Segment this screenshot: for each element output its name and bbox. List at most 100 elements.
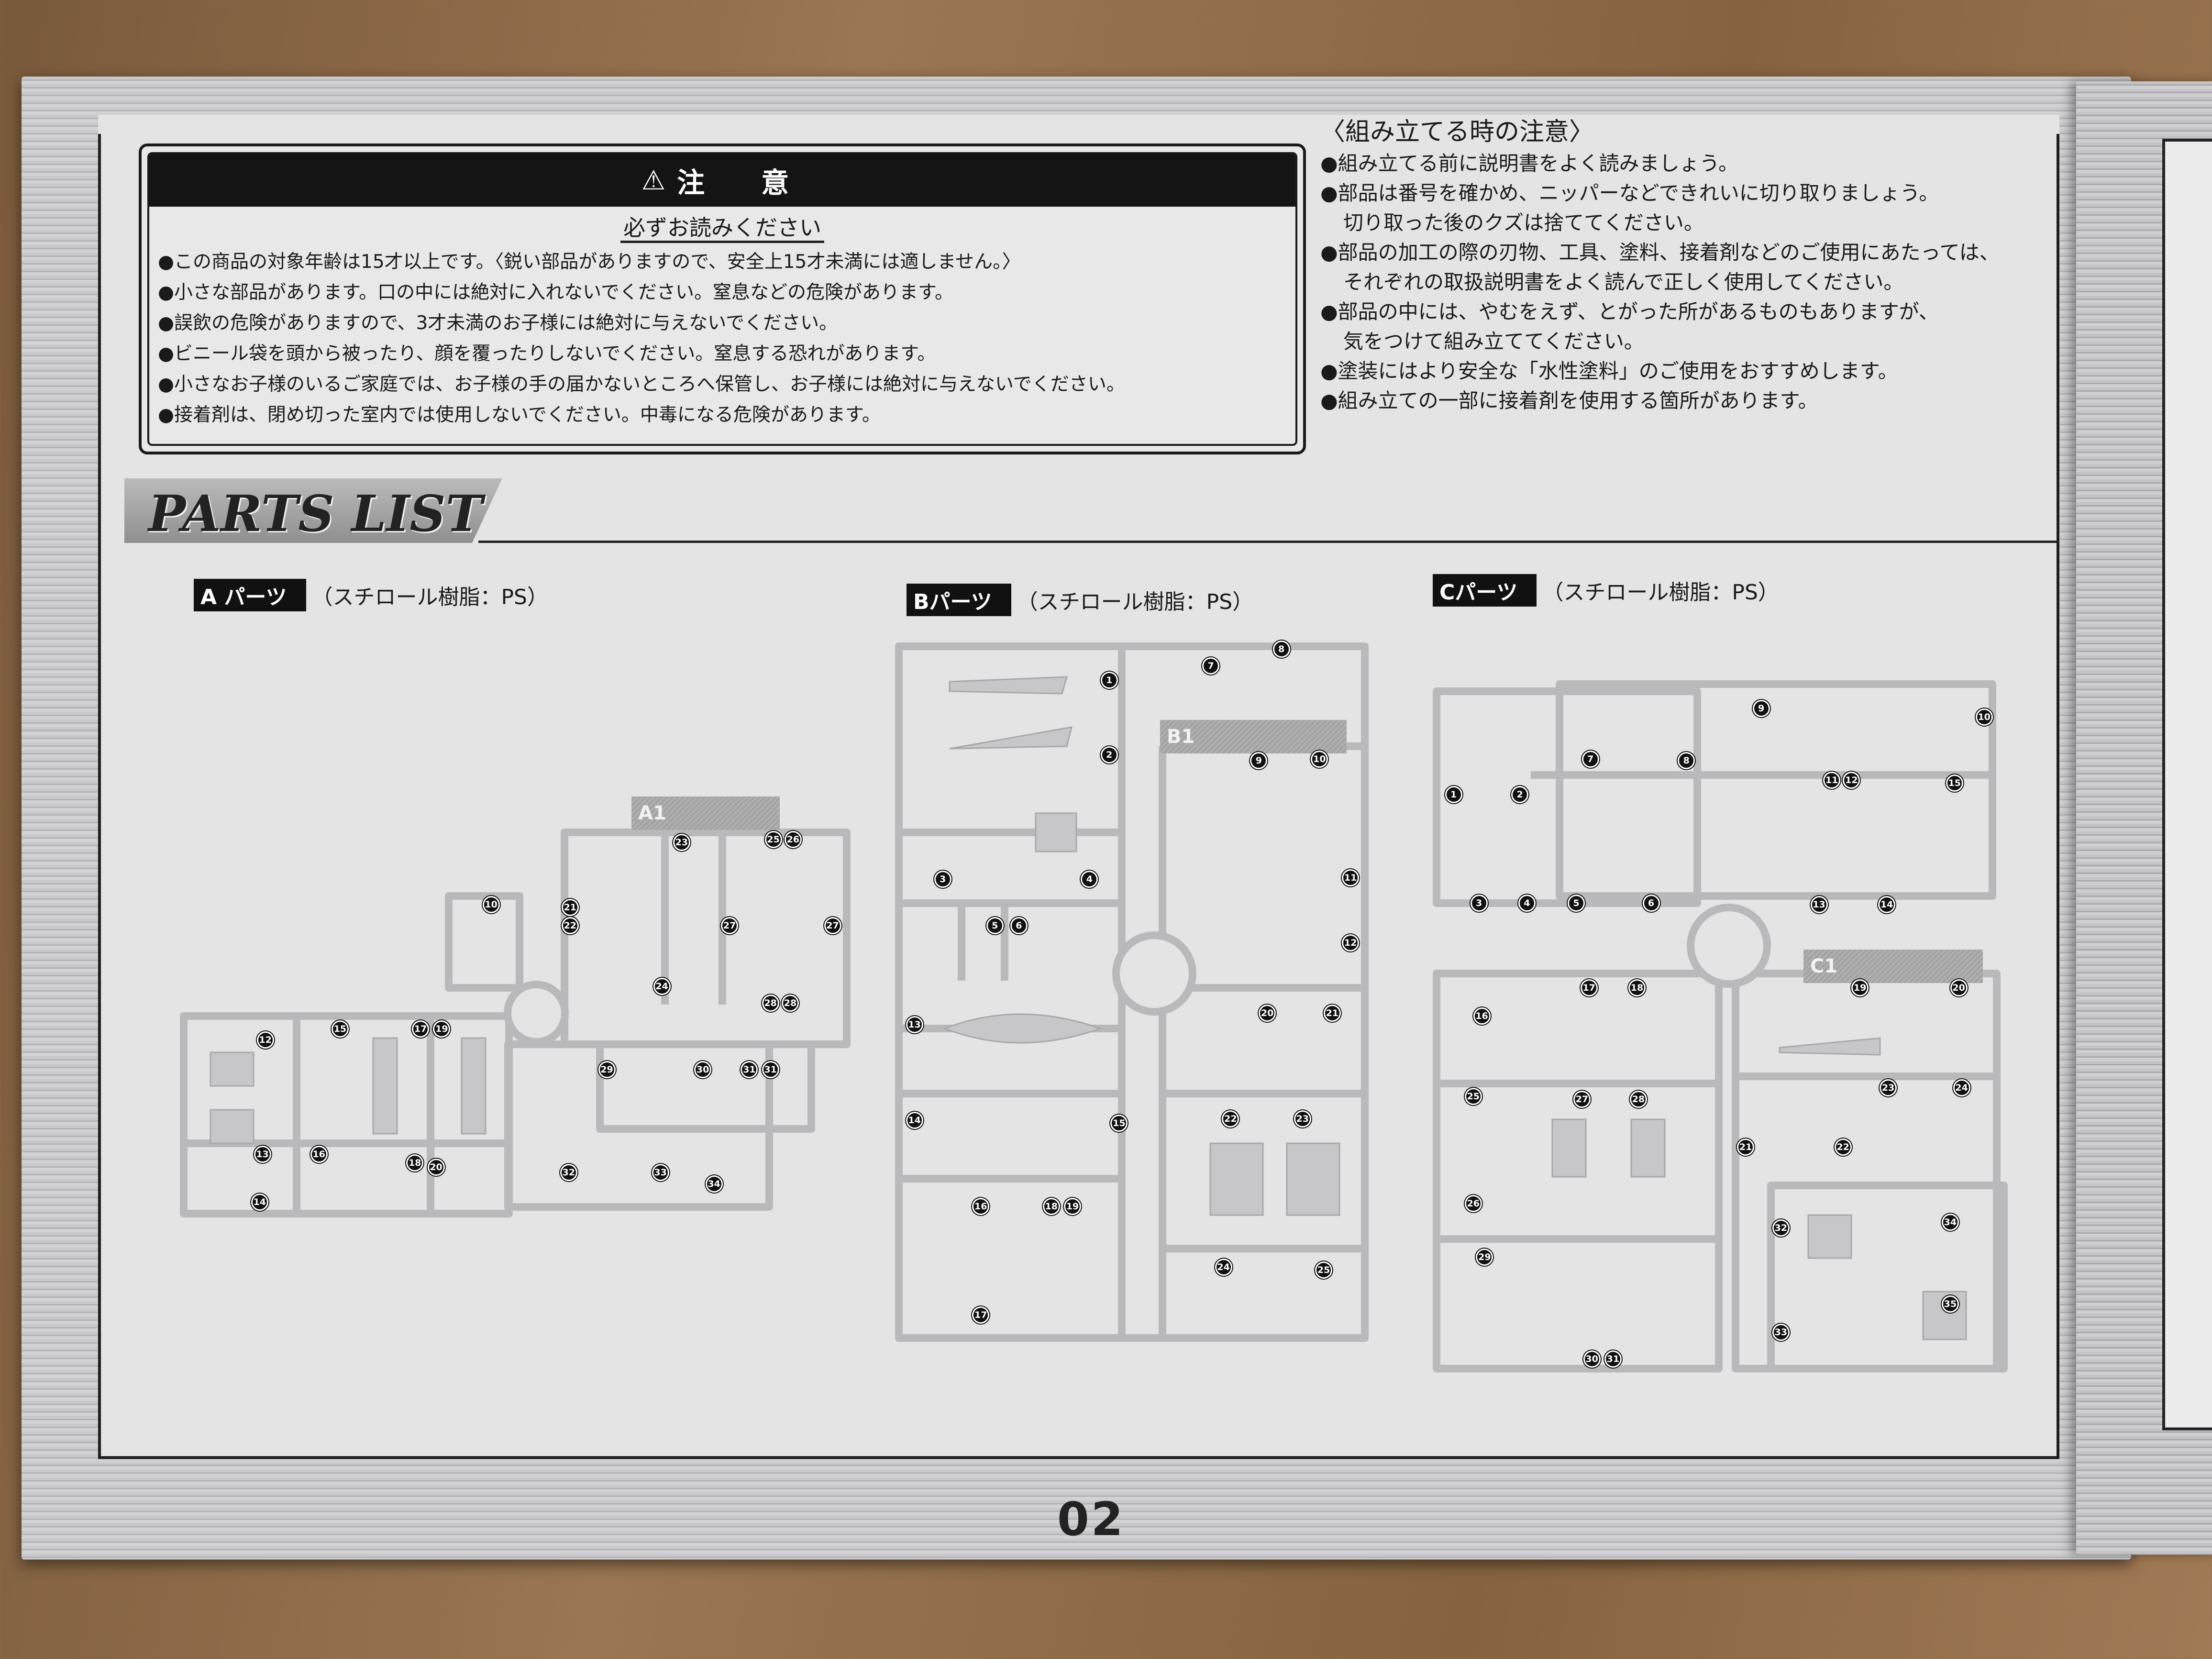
part-number-badge: 23 xyxy=(673,834,690,852)
note-line: 気をつけて組み立ててください。 xyxy=(1343,330,1644,353)
sprue-c-frame xyxy=(1433,680,2008,1372)
part-number-badge: 11 xyxy=(1342,869,1360,886)
part-number-badge: 19 xyxy=(1064,1198,1081,1216)
part-number-badge: 4 xyxy=(1518,895,1536,912)
note-line: ●部品の中には、やむをえず、とがった所があるものもありますが、 xyxy=(1320,300,1939,323)
part-number-badge: 5 xyxy=(1568,895,1585,912)
note-line: ●部品の加工の際の刃物、工具、塗料、接着剤などのご使用にあたっては、 xyxy=(1320,241,2000,264)
part-number-badge: 32 xyxy=(1772,1219,1790,1237)
part-number-badge: 15 xyxy=(1110,1115,1128,1132)
next-page-frame xyxy=(2162,139,2212,1430)
part-shape xyxy=(949,676,1068,695)
part-shape xyxy=(210,1051,254,1087)
part-number-badge: 27 xyxy=(721,917,739,935)
note-line: それぞれの取扱説明書をよく読んで正しく使用してください。 xyxy=(1343,270,1904,294)
part-number-badge: 2 xyxy=(1100,746,1118,764)
part-shape xyxy=(942,1013,1103,1044)
part-number-badge: 30 xyxy=(694,1061,712,1079)
sprue-c-hub xyxy=(1687,904,1771,988)
part-number-badge: 10 xyxy=(1311,751,1328,768)
part-number-badge: 14 xyxy=(1878,896,1896,913)
part-number-badge: 25 xyxy=(1464,1088,1482,1106)
part-number-badge: 29 xyxy=(598,1061,616,1079)
part-number-badge: 22 xyxy=(1222,1110,1239,1128)
sprue-tag: Cパーツ xyxy=(1433,574,1537,607)
part-number-badge: 29 xyxy=(1476,1249,1493,1266)
runner-label-a1: A1 xyxy=(631,796,780,830)
part-number-badge: 3 xyxy=(934,870,951,888)
part-number-badge: 9 xyxy=(1752,699,1770,717)
warning-subtitle: 必ずお読みください xyxy=(620,215,824,243)
runner-label-c1: C1 xyxy=(1803,950,1983,983)
part-number-badge: 26 xyxy=(784,831,802,849)
part-number-badge: 12 xyxy=(256,1031,274,1049)
part-number-badge: 8 xyxy=(1678,752,1695,770)
part-number-badge: 17 xyxy=(412,1020,430,1038)
part-number-badge: 8 xyxy=(1272,641,1290,658)
part-number-badge: 7 xyxy=(1582,751,1599,768)
part-number-badge: 14 xyxy=(251,1194,268,1211)
part-number-badge: 4 xyxy=(1081,870,1098,888)
note-line: ●部品は番号を確かめ、ニッパーなどできれいに切り取りましょう。 xyxy=(1320,181,1939,205)
note-line: ●塗装にはより安全な「水性塗料」のご使用をおすすめします。 xyxy=(1320,359,1898,383)
part-shape xyxy=(1630,1118,1666,1178)
part-number-badge: 1 xyxy=(1100,671,1118,689)
part-number-badge: 30 xyxy=(1583,1350,1601,1368)
warning-list: ●この商品の対象年齢は15才以上です。〈鋭い部品がありますので、安全上15才未満… xyxy=(149,242,1295,435)
part-number-badge: 16 xyxy=(972,1198,990,1216)
part-number-badge: 33 xyxy=(652,1164,669,1182)
note-line: 切り取った後のクズは捨ててください。 xyxy=(1343,211,1704,234)
part-number-badge: 17 xyxy=(972,1306,990,1324)
part-number-badge: 5 xyxy=(986,917,1004,935)
part-number-badge: 28 xyxy=(782,995,799,1012)
part-number-badge: 7 xyxy=(1202,657,1220,675)
runner-label-b1: B1 xyxy=(1160,720,1347,753)
part-number-badge: 10 xyxy=(482,896,500,913)
note-line: ●組み立ての一部に接着剤を使用する箇所があります。 xyxy=(1320,389,1818,412)
sprue-tag: Bパーツ xyxy=(907,584,1011,616)
part-number-badge: 23 xyxy=(1880,1079,1897,1097)
part-number-badge: 14 xyxy=(906,1112,923,1129)
part-number-badge: 2 xyxy=(1511,785,1529,803)
part-shape xyxy=(1779,1037,1881,1056)
warning-title: 注 意 xyxy=(677,166,804,199)
warning-item: ●誤飲の危険がありますので、3才未満のお子様には絶対に与えないでください。 xyxy=(158,312,838,334)
part-number-badge: 21 xyxy=(1737,1139,1755,1156)
part-shape xyxy=(372,1037,398,1135)
part-number-badge: 15 xyxy=(1946,774,1963,792)
part-number-badge: 23 xyxy=(1294,1110,1311,1128)
part-number-badge: 20 xyxy=(1950,979,1968,996)
part-number-badge: 15 xyxy=(331,1020,349,1038)
part-number-badge: 13 xyxy=(254,1146,271,1163)
part-number-badge: 33 xyxy=(1772,1323,1790,1341)
part-number-badge: 16 xyxy=(1473,1007,1491,1025)
part-number-badge: 25 xyxy=(1315,1261,1333,1279)
note-line: ●組み立てる前に説明書をよく読みましょう。 xyxy=(1320,152,1739,175)
part-number-badge: 24 xyxy=(653,978,671,995)
part-number-badge: 32 xyxy=(560,1164,577,1182)
part-number-badge: 31 xyxy=(1604,1350,1622,1368)
next-page-edge xyxy=(2076,81,2212,1555)
sprue-c-label: Cパーツ （スチロール樹脂：PS） xyxy=(1433,574,1779,607)
part-shape xyxy=(1035,812,1077,852)
part-number-badge: 22 xyxy=(561,917,579,935)
part-number-badge: 31 xyxy=(741,1061,758,1079)
part-number-badge: 21 xyxy=(561,898,579,916)
parts-list-banner: PARTS LIST xyxy=(124,478,502,543)
part-number-badge: 17 xyxy=(1580,979,1598,996)
sprue-material: （スチロール樹脂：PS） xyxy=(311,585,548,609)
part-number-badge: 25 xyxy=(764,831,782,849)
warning-header: ⚠ 注 意 xyxy=(149,154,1295,207)
part-shape xyxy=(461,1037,487,1135)
part-shape xyxy=(1209,1142,1264,1216)
part-number-badge: 13 xyxy=(1810,896,1828,913)
part-number-badge: 9 xyxy=(1250,752,1268,770)
part-number-badge: 18 xyxy=(1042,1198,1060,1216)
part-number-badge: 18 xyxy=(1628,979,1646,996)
part-shape xyxy=(210,1109,254,1144)
part-number-badge: 27 xyxy=(1573,1091,1591,1108)
part-number-badge: 16 xyxy=(310,1146,328,1163)
divider xyxy=(478,541,2057,543)
sprue-b-hub xyxy=(1112,931,1196,1016)
